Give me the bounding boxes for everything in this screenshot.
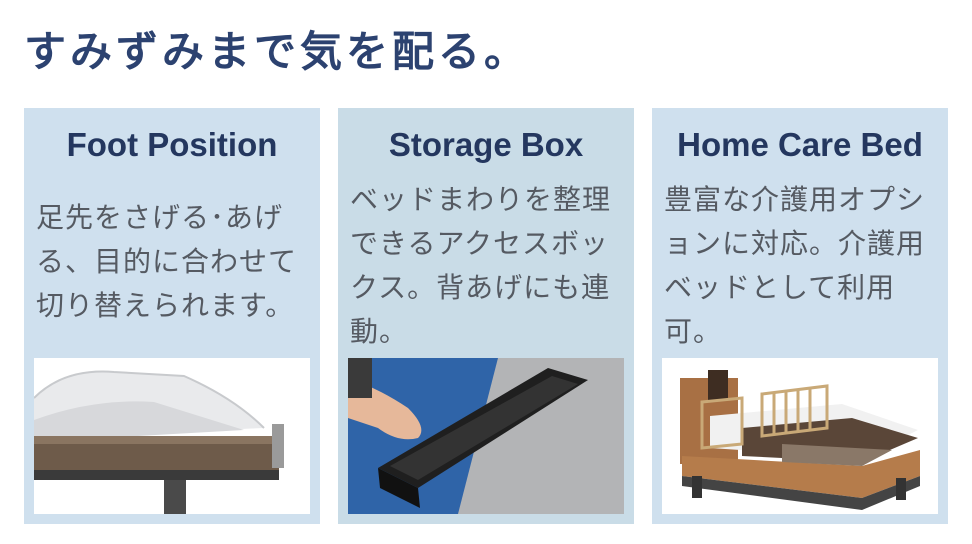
feature-card-storage-box: Storage Box ベッドまわりを整理できるアクセスボックス。背あげにも連動… (338, 108, 634, 524)
card-title: Storage Box (388, 126, 584, 163)
home-care-bed-photo (662, 358, 938, 514)
feature-card-foot-position: Foot Position 足先をさげる･あげる、目的に合わせて切り替えられます… (24, 108, 320, 524)
bed-foot-section-photo (34, 358, 310, 514)
card-description: 豊富な介護用オプションに対応。介護用ベッドとして利用可。 (664, 183, 926, 348)
card-description: ベッドまわりを整理できるアクセスボックス。背あげにも連動。 (350, 183, 612, 348)
card-title: Home Care Bed (677, 126, 923, 163)
page-headline: すみずみまで気を配る。 (24, 27, 531, 76)
storage-box-photo (348, 358, 624, 514)
feature-card-home-care-bed: Home Care Bed 豊富な介護用オプションに対応。介護用ベッドとして利用… (652, 108, 948, 524)
card-description: 足先をさげる･あげる、目的に合わせて切り替えられます。 (36, 201, 298, 322)
card-title: Foot Position (66, 126, 278, 163)
